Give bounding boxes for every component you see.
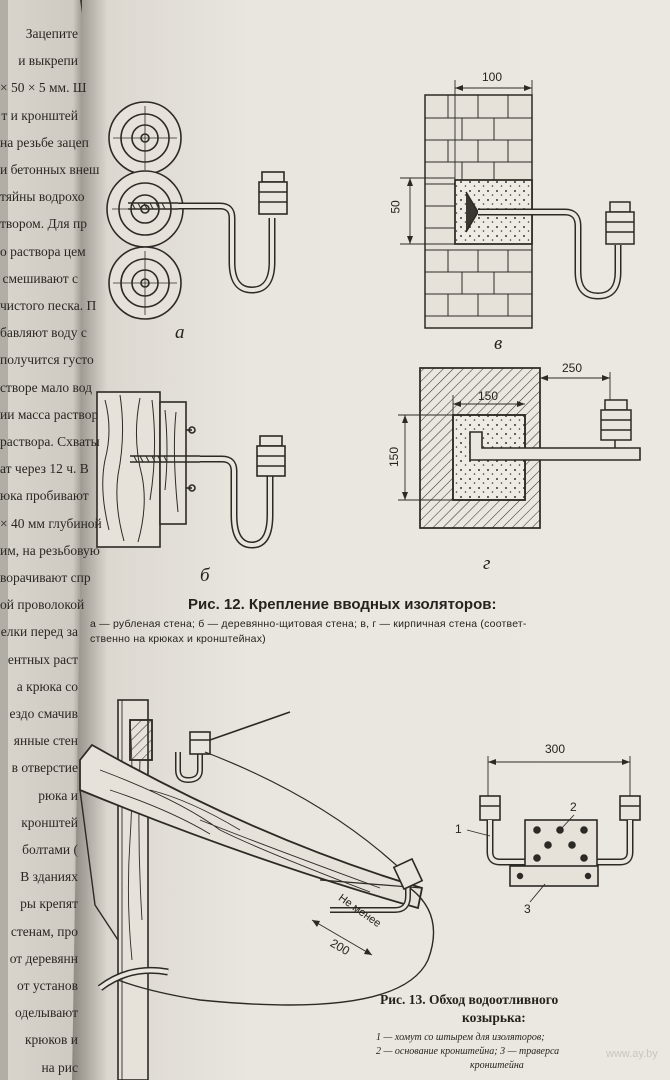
figure-13-drip-edge (79, 699, 435, 1080)
left-column-line: на рис (41, 1059, 78, 1075)
figure-label-v: в (494, 333, 503, 354)
figure-12-caption-line-2: ственно на крюках и кронштейнах) (90, 633, 266, 645)
left-column-line: крюков и (25, 1032, 78, 1048)
left-column-line: ездо смачив (9, 706, 78, 721)
figure-label-g: г (483, 553, 491, 574)
dimension-100: 100 (482, 70, 503, 84)
left-column-line: янные стен (13, 733, 78, 749)
dimension-300: 300 (545, 742, 566, 756)
left-column-line: в отверстие (11, 760, 78, 776)
left-column-line: а крюка со (16, 678, 78, 694)
left-column-line: получится густо (0, 352, 94, 368)
left-column-line: ии масса раствор (0, 406, 99, 422)
left-column-line: ой проволокой (0, 597, 85, 613)
left-page-shadow (0, 0, 8, 1080)
watermark: www.ay.by (606, 1048, 658, 1060)
left-column-line: на резьбе зацеп (0, 134, 89, 150)
left-column-line: Зацепите (25, 26, 78, 41)
figure-13-legend-1: 1 — хомут со штырем для изоляторов; (376, 1032, 545, 1043)
left-column-line: юка пробивают (0, 488, 89, 504)
figure-13-bracket (466, 756, 641, 903)
figure-label-a: а (175, 322, 185, 343)
left-column-line: о раствора цем (0, 243, 86, 259)
left-column-line: бавляют воду с (0, 325, 87, 341)
left-column-line: оделывают (14, 1005, 78, 1021)
left-column-line: от деревянн (9, 950, 78, 966)
dimension-150-vertical: 150 (387, 446, 402, 468)
left-column-line: стенам, про (10, 923, 78, 939)
left-column-line: елки перед за (0, 624, 78, 640)
figure-13-caption-title-2: козырька: (462, 1010, 526, 1025)
left-column-line: тяйны водрохо (0, 189, 85, 205)
left-column-line: ентных раст (7, 651, 78, 667)
left-column-line: от установ (17, 978, 78, 993)
left-column-line: т и кронштей (1, 107, 78, 123)
figure-label-b: б (200, 565, 210, 586)
left-column-line: В зданиях (20, 869, 78, 885)
left-column-line: раствора. Схваты (0, 434, 100, 449)
left-page-edge (0, 0, 86, 1080)
left-column-line: ат через 12 ч. В (0, 461, 89, 477)
left-column-line: и выкрепи (18, 53, 78, 69)
dimension-250: 250 (562, 361, 583, 375)
left-column-line: кронштей (21, 814, 78, 830)
figure-b-board-wall (96, 391, 286, 549)
figure-13-legend-2: 2 — основание кронштейна; 3 — траверса (376, 1046, 560, 1057)
figure-13-legend-3: кронштейна (470, 1060, 524, 1071)
figure-13-caption-title-1: Рис. 13. Обход водоотливного (380, 992, 559, 1007)
figure-12-caption-line-1: а — рубленая стена; б — деревянно-щитова… (90, 618, 527, 630)
left-column-line: ры крепят (20, 896, 78, 912)
left-column-line: чистого песка. П (0, 298, 97, 313)
left-column-line: ворачивают спр (0, 570, 91, 585)
figure-g-bracket-wall (398, 367, 641, 529)
left-column-line: × 40 мм глубиной (0, 515, 102, 531)
left-column-line: смешивают с (2, 270, 78, 286)
figure-12-caption-title: Рис. 12. Крепление вводных изоляторов: (188, 596, 497, 613)
part-label-1: 1 (455, 822, 462, 836)
left-column-line: твором. Для пр (0, 216, 87, 232)
left-column-line: им, на резьбовую (0, 542, 100, 558)
left-column-line: рюка и (38, 787, 78, 803)
dimension-50: 50 (388, 200, 403, 214)
left-column-line: и бетонных внеш (0, 162, 100, 177)
left-column-line: болтами ( (22, 842, 78, 857)
figure-a-log-wall (106, 101, 288, 320)
figure-v-brick-wall (400, 80, 635, 329)
dimension-150-horizontal: 150 (478, 389, 499, 403)
left-column-line: × 50 × 5 мм. Ш (0, 80, 87, 96)
part-label-2: 2 (570, 800, 577, 814)
left-column-line: створе мало вод (0, 379, 92, 395)
part-label-3: 3 (524, 902, 531, 916)
